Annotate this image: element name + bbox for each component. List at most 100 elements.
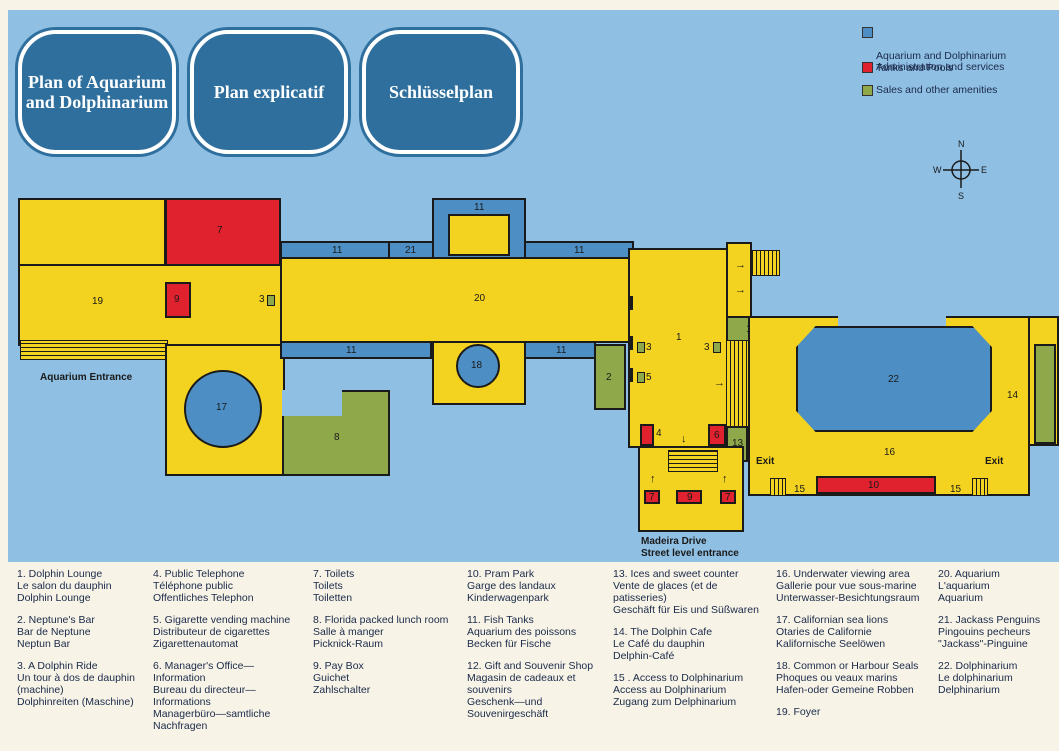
title-english-text: Plan of Aquarium and Dolphinarium [25,72,169,112]
arrow-right-icon: → [735,284,746,296]
room-number: 19 [92,296,104,307]
room-number: 4 [656,428,662,439]
room-number: 6 [714,430,720,441]
legend-item-admin: Administration and services [862,61,1004,73]
room-number: 15 [794,484,806,495]
key-item: 19. Foyer [776,706,821,718]
room-number: 7 [725,492,731,503]
floor-plan-map: Plan of Aquarium and Dolphinarium Plan e… [8,10,1059,562]
room-20-aquarium: 20 [280,257,636,343]
dolphin-ride-marker [713,342,721,353]
room-number: 7 [217,225,223,236]
key-column-5: 13. Ices and sweet counter Vente de glac… [613,568,759,718]
key-item: 18. Common or Harbour Seals Phoques ou v… [776,660,919,696]
room-number: 22 [888,374,900,385]
room-number: 11 [574,245,585,256]
compass-e: E [981,165,987,175]
door [628,336,633,350]
room-19-foyer: 19 [18,264,286,346]
key-item: 8. Florida packed lunch room Salle à man… [313,614,449,650]
arrow-right-icon: → [735,259,746,271]
room-7-toilets: 7 [644,490,660,504]
room-number: 9 [174,294,180,305]
key-item: 7. Toilets Toilets Toiletten [313,568,355,604]
room-number: 8 [334,432,340,443]
madeira-drive-label: Madeira Drive [641,536,707,547]
key-item: 9. Pay Box Guichet Zahlschalter [313,660,371,696]
room-number: 16 [884,447,896,458]
compass-n: N [958,139,965,149]
key-item: 11. Fish Tanks Aquarium des poissons Bec… [467,614,577,650]
compass-w: W [933,165,942,175]
room-8-notch [282,390,342,416]
access-steps[interactable] [972,478,988,496]
key-item: 3. A Dolphin Ride Un tour à dos de dauph… [17,660,135,708]
room-14-cafe-counter [1034,344,1056,444]
exit-label: Exit [985,456,1004,467]
key-item: 6. Manager's Office— Information Bureau … [153,660,271,732]
entrance-steps [668,450,718,472]
room-number: 3 [704,342,710,353]
room-number: 18 [471,360,483,371]
legend-swatch-blue [862,27,873,38]
key-column-4: 10. Pram Park Garge des landaux Kinderwa… [467,568,593,730]
key-column-6: 16. Underwater viewing area Gallerie pou… [776,568,920,728]
key-column-7: 20. Aquarium L'aquarium Aquarium 21. Jac… [938,568,1040,706]
key-item: 21. Jackass Penguins Pingouins pecheurs … [938,614,1041,650]
key-item: 5. Gigarette vending machine Distributeu… [153,614,291,650]
room-10-pram-park: 10 [816,476,936,494]
key-column-2: 4. Public Telephone Téléphone public Off… [153,568,290,742]
title-german-text: Schlüsselplan [388,82,494,102]
key-item: 16. Underwater viewing area Gallerie pou… [776,568,920,604]
room-11-fish-tank: 11 [280,341,432,359]
access-steps[interactable] [770,478,786,496]
entrance-steps [20,340,168,360]
door [628,296,633,310]
key-column-3: 7. Toilets Toilets Toiletten 8. Florida … [313,568,448,706]
title-english: Plan of Aquarium and Dolphinarium [18,30,176,154]
steps [752,250,780,276]
key-item: 17. Californian sea lions Otaries de Cal… [776,614,889,650]
dolphin-ride-marker [267,295,275,306]
room-2-neptunes-bar: 2 [594,344,626,410]
compass-icon: N S E W [933,139,987,200]
key-item: 13. Ices and sweet counter Vente de glac… [613,568,759,616]
key-item: 1. Dolphin Lounge Le salon du dauphin Do… [17,568,112,604]
street-level-label: Street level entrance [641,548,739,559]
dolphin-ride-marker [637,342,645,353]
arrow-up-icon: ↑ [650,473,656,485]
room-7-toilets: 7 [720,490,736,504]
legend-label: Aquarium and Dolphinarium Tanks and Pool… [876,50,1007,74]
title-french-text: Plan explicatif [213,82,325,102]
room-number: 7 [649,492,655,503]
room-7-toilets: 7 [165,198,281,266]
compass-s: S [958,191,964,200]
door [628,368,633,382]
room-number: 11 [556,345,567,356]
room-4-telephone [640,424,654,446]
room-22-dolphinarium-pool: 22 [796,326,992,432]
aquarium-entrance-label: Aquarium Entrance [40,372,133,383]
room-9-paybox: 9 [165,282,191,318]
key-item: 22. Dolphinarium Le dolphinarium Delphin… [938,660,1018,696]
room-number: 3 [646,342,652,353]
room-number: 14 [1007,390,1019,401]
legend-item-tanks: Aquarium and Dolphinarium Tanks and Pool… [862,26,1007,74]
room-west-top [18,198,166,266]
arrow-down-icon: ↓ [681,433,687,445]
room-number: 11 [346,345,357,356]
penguin-viewing-alcove [448,214,510,256]
room-number: 9 [687,492,693,503]
water-notch [838,314,946,328]
key-item: 12. Gift and Souvenir Shop Magasin de ca… [467,660,594,720]
key-item: 10. Pram Park Garge des landaux Kinderwa… [467,568,556,604]
room-11-fish-tank: 11 [524,341,596,359]
key-column-1: 1. Dolphin Lounge Le salon du dauphin Do… [17,568,135,718]
arrow-up-icon: ↑ [722,473,728,485]
room-number: 17 [216,402,228,413]
east-corridor [726,242,752,318]
key-item: 4. Public Telephone Téléphone public Off… [153,568,254,604]
legend-swatch-green [862,85,873,96]
key-item: 2. Neptune's Bar Bar de Neptune Neptun B… [17,614,95,650]
legend-item-sales: Sales and other amenities [862,84,997,96]
